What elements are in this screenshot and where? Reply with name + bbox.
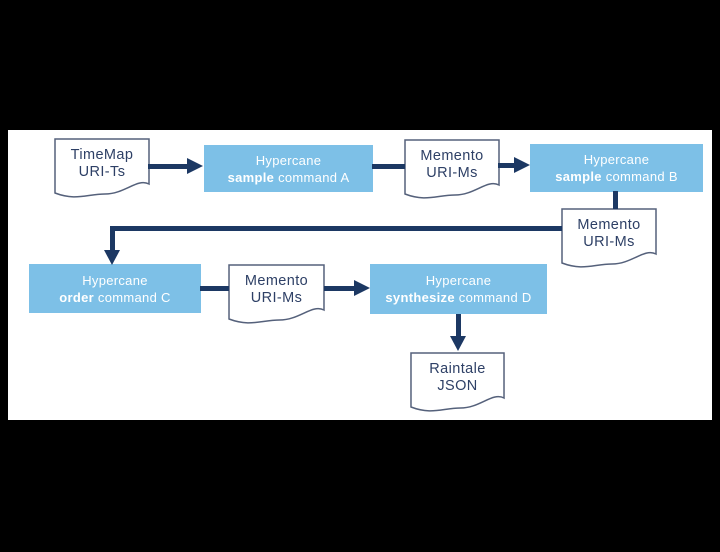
hypercane-order-command-c-box: Hypercane order command C [29, 264, 201, 313]
box-title: Hypercane [425, 273, 492, 288]
box-command-verb: sample [555, 169, 602, 184]
arrow-memento2-to-box-c-horizontal [110, 226, 562, 231]
doc-line2: URI-Ms [583, 234, 635, 250]
box-title: Hypercane [583, 152, 650, 167]
doc-line2: JSON [437, 378, 478, 394]
arrowhead-down-icon [104, 250, 120, 265]
doc-line2: URI-Ms [426, 165, 478, 181]
memento-uri-ms-doc-2: Memento URI-Ms [561, 208, 657, 270]
memento-uri-ms-doc-3: Memento URI-Ms [228, 264, 325, 326]
document-shape [228, 264, 325, 326]
arrow-memento1-to-box-b [498, 163, 516, 168]
doc-line1: Memento [577, 217, 641, 233]
doc-line1: Memento [420, 148, 484, 164]
timemap-uri-ts-doc: TimeMap URI-Ts [54, 138, 150, 200]
line-box-c-to-memento3 [200, 286, 229, 291]
box-title: Hypercane [255, 152, 322, 168]
doc-label: Memento URI-Ms [228, 264, 325, 316]
arrow-box-d-to-raintale [456, 314, 461, 337]
box-command-rest: command C [94, 289, 171, 305]
arrow-memento2-to-box-c-vertical [110, 226, 115, 252]
box-command-verb: sample [227, 169, 275, 185]
arrowhead-right-icon [514, 157, 530, 173]
box-command-rest: command A [274, 169, 350, 185]
doc-line1: TimeMap [70, 147, 134, 163]
box-command-rest: command B [601, 169, 678, 184]
doc-line1: Memento [244, 273, 309, 289]
box-command-verb: order [59, 289, 95, 305]
arrowhead-down-icon [450, 336, 466, 351]
hypercane-sample-command-b-box: Hypercane sample command B [530, 144, 703, 192]
doc-label: Memento URI-Ms [404, 139, 500, 191]
box-subtitle: sample command B [555, 168, 678, 185]
doc-line2: URI-Ts [78, 164, 126, 180]
box-subtitle: sample command A [228, 169, 350, 186]
document-shape [410, 352, 505, 414]
document-shape [54, 138, 150, 200]
hypercane-synthesize-command-d-box: Hypercane synthesize command D [370, 264, 547, 314]
arrow-memento3-to-box-d [324, 286, 356, 291]
box-subtitle: synthesize command D [385, 289, 531, 306]
doc-label: TimeMap URI-Ts [54, 138, 150, 190]
raintale-json-doc: Raintale JSON [410, 352, 505, 414]
arrowhead-right-icon [187, 158, 203, 174]
arrowhead-right-icon [354, 280, 370, 296]
line-box-a-to-memento1 [372, 164, 405, 169]
doc-line2: URI-Ms [250, 290, 303, 306]
box-command-verb: synthesize [385, 290, 455, 305]
doc-label: Memento URI-Ms [561, 208, 657, 260]
document-shape [561, 208, 657, 270]
line-box-b-to-memento2 [613, 191, 618, 209]
box-subtitle: order command C [59, 289, 170, 306]
document-shape [404, 139, 500, 201]
doc-line1: Raintale [429, 361, 486, 377]
box-command-rest: command D [454, 290, 532, 305]
box-title: Hypercane [82, 272, 148, 288]
memento-uri-ms-doc-1: Memento URI-Ms [404, 139, 500, 201]
hypercane-sample-command-a-box: Hypercane sample command A [204, 145, 373, 192]
doc-label: Raintale JSON [410, 352, 505, 404]
arrow-timemap-to-box-a [148, 164, 189, 169]
